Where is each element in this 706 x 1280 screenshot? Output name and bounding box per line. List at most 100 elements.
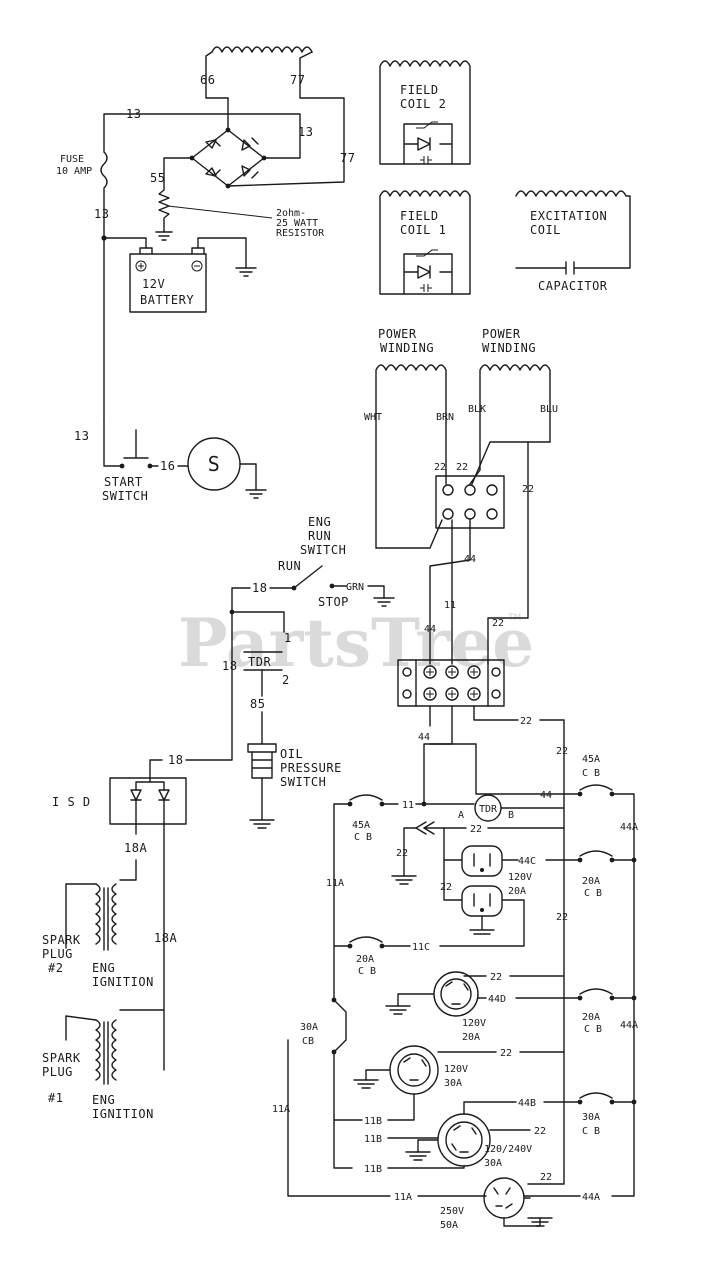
fuse-label-2: 10 AMP [56,166,92,177]
excitation-label-1: EXCITATION [530,209,607,223]
wire-11-label: 11 [402,800,414,811]
resistor-label-1: 2ohm- [276,208,306,219]
wire-18-run-label: 18 [252,581,267,595]
battery-ground [235,267,257,277]
wire-22-label-d: 22 [556,912,568,923]
eng-ignition-1-coil [111,1019,117,1081]
start-switch-contact-1 [119,463,125,469]
wire-11a-label-1: 11A [326,878,344,889]
wire-44-label: 44 [540,790,552,801]
cb-30a-left[interactable] [333,999,347,1053]
receptacle-50a [483,1177,525,1219]
charging-circuit: 66 77 77 13 13 FUSE 10 AMP 13 55 2ohm- 2… [56,46,355,421]
wire-77 [227,51,345,187]
cb-20a-left[interactable] [349,936,383,943]
cb-20a-duplex[interactable] [579,850,613,857]
grn-label: GRN [346,582,364,593]
cb-45a-right[interactable] [579,784,613,791]
cb45l-label-2: C B [354,832,372,843]
isd-diode-1 [130,789,142,801]
field-coil-1-diode [417,265,431,279]
plug2-label-1: SPARK [42,933,81,947]
terminal-strip [397,659,505,707]
cb-20a-twist[interactable] [579,988,613,995]
start-circuit: 13 16 S START SWITCH [74,419,267,503]
lead-blk: BLK [468,404,486,415]
battery-label-1: 12V [142,277,165,291]
wire-11a-label-2: 11A [272,1104,290,1115]
bridge-diode-4 [241,165,259,179]
stop-label: STOP [318,595,349,609]
plug1-label-3: #1 [48,1091,63,1105]
capacitor-symbol [565,261,575,275]
winding-right-title-2: WINDING [482,341,536,355]
wire-13-start-label: 13 [74,429,89,443]
twistlock-30a [389,1045,439,1095]
run-switch-lever[interactable] [293,565,323,589]
isd-label: I S D [52,795,91,809]
spark-plug-2-coil [95,883,101,945]
resistor-leader [167,205,273,219]
wire-18-isd-label: 18 [168,753,183,767]
cb-30a-right[interactable] [579,1092,613,1099]
cb-45a-left[interactable] [349,794,383,801]
r250-label-1: 250V [440,1206,464,1217]
wire-77-label: 77 [290,73,305,87]
ground-22 [391,875,417,885]
run-switch-title-3: SWITCH [300,543,346,557]
battery [129,253,207,313]
start-switch-button[interactable] [123,429,149,459]
engine-run-switch: ENG RUN SWITCH RUN 18 GRN STOP [231,515,395,613]
wire-22-label-f: 22 [500,1048,512,1059]
oil-switch-label-1: OIL [280,747,303,761]
wire-22-label-a: 22 [470,824,482,835]
wire-11b-label-1: 11B [364,1116,382,1127]
wire-22-label-g: 22 [534,1126,546,1137]
bridge-diode-3 [205,167,221,177]
winding-right-title-1: POWER [482,327,521,341]
tb-22-right: 22 [520,716,532,727]
duplex-outlet-top [461,845,503,877]
fuse [100,151,108,229]
power-winding-right [479,364,551,471]
oil-switch-body [247,743,277,753]
isd-module [109,777,187,825]
plug2-label-2: PLUG [42,947,73,961]
field-coil-1-label-1: FIELD [400,209,439,223]
wire-22-label-b: 22 [396,848,408,859]
oil-switch-thread [251,751,273,779]
starter-label: S [208,452,221,476]
wire-13-label-c: 13 [94,207,109,221]
field-coil-1 [379,190,471,295]
tdr-oil-circuit: 1 TDR 2 18 85 OIL PRESSURE SWITCH [185,609,341,829]
field-coil-1-label-2: COIL 1 [400,223,446,237]
tb-44-bottom: 44 [418,732,430,743]
wire-44a-label-2: 44A [620,1020,638,1031]
wire-18a-label-1: 18A [124,841,147,855]
field-coil-2-diode [417,137,431,151]
starter-ground [245,489,267,499]
wire-11c-label: 11C [412,942,430,953]
tb-22-top: 22 [492,618,504,629]
watermark-text: PartsTree [178,604,534,682]
watermark: PartsTree TM [178,604,534,682]
wire-66-label: 66 [200,73,215,87]
cb20a-label-2: C B [584,888,602,899]
resistor-label-2: 25 WATT [276,218,318,229]
tdr-pin1: 1 [284,631,292,645]
wire-44a-label-1: 44A [620,822,638,833]
resistor-label-3: RESISTOR [276,228,325,239]
tb-44-top: 44 [424,624,436,635]
wire-66 [205,51,229,99]
plug2-label-3: #2 [48,961,63,975]
field-coil-2-label-2: COIL 2 [400,97,446,111]
cb30l-label-1: 30A [300,1022,318,1033]
outlets-breakers: 44 45A C B 44A 44A 44A 45A C B 11 A TDR … [272,746,638,1231]
run-switch-title-1: ENG [308,515,331,529]
wire-11b-label-3: 11B [364,1164,382,1175]
eng-ign-2-label-2: IGNITION [92,1107,154,1121]
duplex-label-1: 120V [508,872,532,883]
eng-ign-1-label-1: ENG [92,961,115,975]
wire-18-tdr-label: 18 [222,659,237,673]
